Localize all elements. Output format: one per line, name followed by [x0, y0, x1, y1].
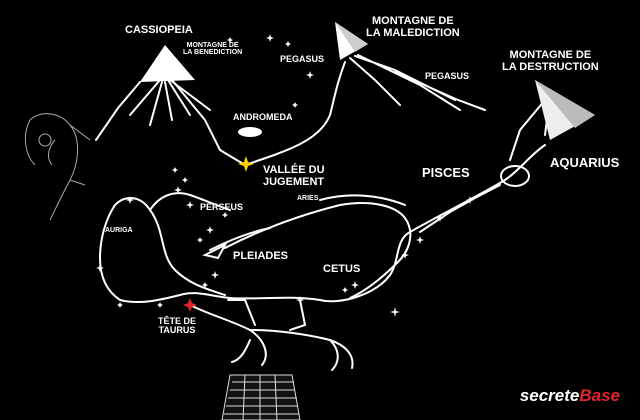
label-aries: ARIES [297, 195, 319, 202]
label-tete-taurus: TÊTE DE TAURUS [158, 316, 197, 336]
label-perseus: PERSEUS [200, 202, 244, 212]
andromeda-galaxy [238, 127, 262, 137]
star-field [96, 34, 474, 317]
montagne-benediction-shape [140, 45, 195, 82]
left-figure [24, 113, 91, 221]
taurus-star-icon [183, 298, 197, 312]
watermark-logo: secreteBase [519, 386, 620, 405]
label-andromeda: ANDROMEDA [233, 112, 293, 122]
label-vallee-jugement: VALLÉE DU JUGEMENT [263, 164, 325, 188]
label-auriga: AURIGA [105, 227, 133, 234]
label-pleiades: PLEIADES [233, 250, 289, 262]
label-pisces: PISCES [422, 165, 470, 180]
vallee-star-icon [238, 156, 254, 172]
pedestal [221, 374, 301, 420]
label-montagne-benediction: MONTAGNE DE LA BENEDICTION [183, 42, 243, 57]
taurus-body [189, 304, 354, 371]
label-montagne-destruction: MONTAGNE DE LA DESTRUCTION [502, 49, 599, 73]
label-pegasus-1: PEGASUS [280, 54, 325, 64]
label-pegasus-2: PEGASUS [425, 71, 470, 81]
label-cetus: CETUS [323, 263, 361, 275]
label-cassiopeia: CASSIOPEIA [125, 24, 193, 36]
label-aquarius: AQUARIUS [550, 155, 620, 170]
cassiopeia-rays [95, 79, 211, 141]
label-montagne-malediction: MONTAGNE DE LA MALEDICTION [366, 15, 460, 39]
